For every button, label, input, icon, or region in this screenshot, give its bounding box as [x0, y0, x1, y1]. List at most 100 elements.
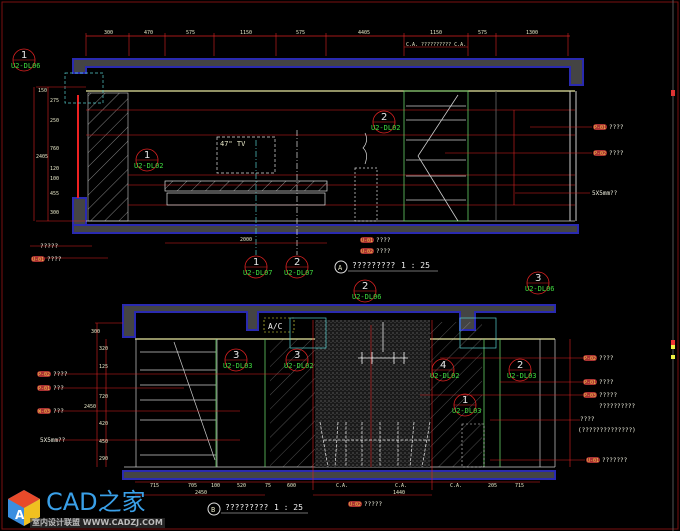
dim-label: 470 — [144, 30, 153, 36]
dim-label: 575 — [186, 30, 195, 36]
dim-label: 2450 — [195, 490, 207, 496]
material-tag-code: P-02 — [594, 151, 606, 157]
callout-number: 3 — [294, 350, 300, 361]
tv-outline — [216, 136, 276, 174]
material-tag-code: U-01 — [361, 238, 373, 244]
watermark-brand: CAD之家 — [46, 488, 146, 516]
material-tag — [37, 385, 51, 391]
detail-box — [459, 317, 497, 349]
edge-mark — [671, 345, 675, 349]
callout-number: 1 — [21, 50, 27, 61]
section-callout[interactable]: 3U2-DL06 — [525, 271, 555, 295]
section-callout[interactable]: 2U2-DL07 — [284, 255, 314, 279]
dim-label: 705 — [188, 483, 197, 489]
dining-chairs — [319, 421, 431, 468]
section-callout[interactable]: 2U2-DL06 — [352, 279, 382, 303]
section-callout[interactable]: 3U2-DL03 — [223, 348, 253, 372]
dim-label: 715 — [150, 483, 159, 489]
callout-code: U2-DL06 — [352, 293, 382, 301]
dim-label: 120 — [50, 166, 59, 172]
material-tag — [583, 355, 597, 361]
callout-number: 2 — [362, 281, 368, 292]
detail-box — [289, 317, 327, 349]
dim-label: C.A. — [395, 483, 407, 489]
callout-code: U2-DL06 — [11, 62, 41, 70]
floor-slab — [72, 224, 579, 234]
section-callout[interactable]: 1U2-DL03 — [452, 393, 482, 417]
ac-label: A/C — [268, 322, 283, 331]
material-note: ???? — [53, 371, 68, 378]
dim-label: 455 — [50, 191, 59, 197]
elevation-a: 300 470 575 1150 575 4405 1150 575 1300 … — [30, 30, 624, 274]
callout-number: 3 — [233, 350, 239, 361]
drawing-scale: 1 : 25 — [274, 503, 303, 512]
tv-label: 47" TV — [220, 140, 246, 148]
title-symbol: B — [211, 506, 215, 514]
dim-label: C.A. — [336, 483, 348, 489]
dim-label: 520 — [237, 483, 246, 489]
tv-cabinet — [166, 192, 326, 206]
material-note: ???? — [599, 355, 614, 362]
dim-label: 575 — [296, 30, 305, 36]
material-note: ?????????? — [599, 403, 636, 410]
sculpture — [362, 132, 367, 165]
section-callout[interactable]: 2U2-DL03 — [507, 358, 537, 382]
material-note: ????? — [40, 243, 58, 250]
title-marker — [334, 260, 348, 274]
drawing-title: ????????? — [352, 261, 396, 270]
callout-code: U2-DL06 — [525, 285, 555, 293]
title-marker — [207, 502, 221, 516]
chandelier — [358, 322, 408, 364]
dim-label: 1150 — [240, 30, 252, 36]
material-note: ????? — [599, 392, 617, 399]
dim-label: 100 — [50, 176, 59, 182]
section-callout[interactable]: 3U2-DL02 — [284, 348, 314, 372]
svg-text:A: A — [15, 508, 25, 522]
dim-label: 715 — [515, 483, 524, 489]
material-tag-code: W-03 — [38, 409, 50, 415]
section-callout[interactable]: 2U2-DL02 — [371, 110, 401, 134]
material-tag — [593, 124, 607, 130]
section-callout[interactable]: 1U2-DL02 — [134, 148, 164, 172]
callout-code: U2-DL03 — [452, 407, 482, 415]
callout-code: U2-DL02 — [371, 124, 401, 132]
dim-label: 290 — [99, 456, 108, 462]
dim-label: 600 — [287, 483, 296, 489]
dim-label: 320 — [99, 346, 108, 352]
material-tag — [37, 408, 51, 414]
dim-label: 1440 — [393, 490, 405, 496]
material-tag-code: U-02 — [349, 502, 361, 508]
cadzj-logo-icon: A — [8, 490, 40, 526]
material-tag-code: U-01 — [587, 458, 599, 464]
material-tag — [593, 150, 607, 156]
section-callouts: 1U2-DL061U2-DL022U2-DL021U2-DL072U2-DL07… — [11, 48, 555, 417]
material-note: (??????????????) — [578, 427, 636, 434]
material-tag — [586, 457, 600, 463]
dim-label: 250 — [50, 118, 59, 124]
section-callout[interactable]: 1U2-DL06 — [11, 48, 41, 72]
callout-number: 1 — [462, 395, 468, 406]
dim-label: 75 — [265, 483, 271, 489]
callout-number: 2 — [294, 257, 300, 268]
dim-label: 2405 — [36, 154, 48, 160]
material-note: ????? — [364, 501, 382, 508]
section-callout[interactable]: 1U2-DL07 — [243, 255, 273, 279]
dim-label: 2450 — [84, 404, 96, 410]
section-callout[interactable]: 4U2-DL02 — [430, 358, 460, 382]
material-tag — [360, 248, 374, 254]
material-note: ???? — [609, 150, 624, 157]
material-note: ???? — [580, 416, 595, 423]
dim-label: 420 — [99, 421, 108, 427]
dim-label: 720 — [99, 394, 108, 400]
dim-label: 300 — [50, 210, 59, 216]
material-tag — [360, 237, 374, 243]
callout-number: 3 — [535, 273, 541, 284]
shelf-unit — [403, 90, 469, 222]
material-tag-code: P-01 — [38, 386, 50, 392]
dim-label: 4405 — [358, 30, 370, 36]
dim-label: 300 — [104, 30, 113, 36]
material-tag-code: P-01 — [594, 125, 606, 131]
